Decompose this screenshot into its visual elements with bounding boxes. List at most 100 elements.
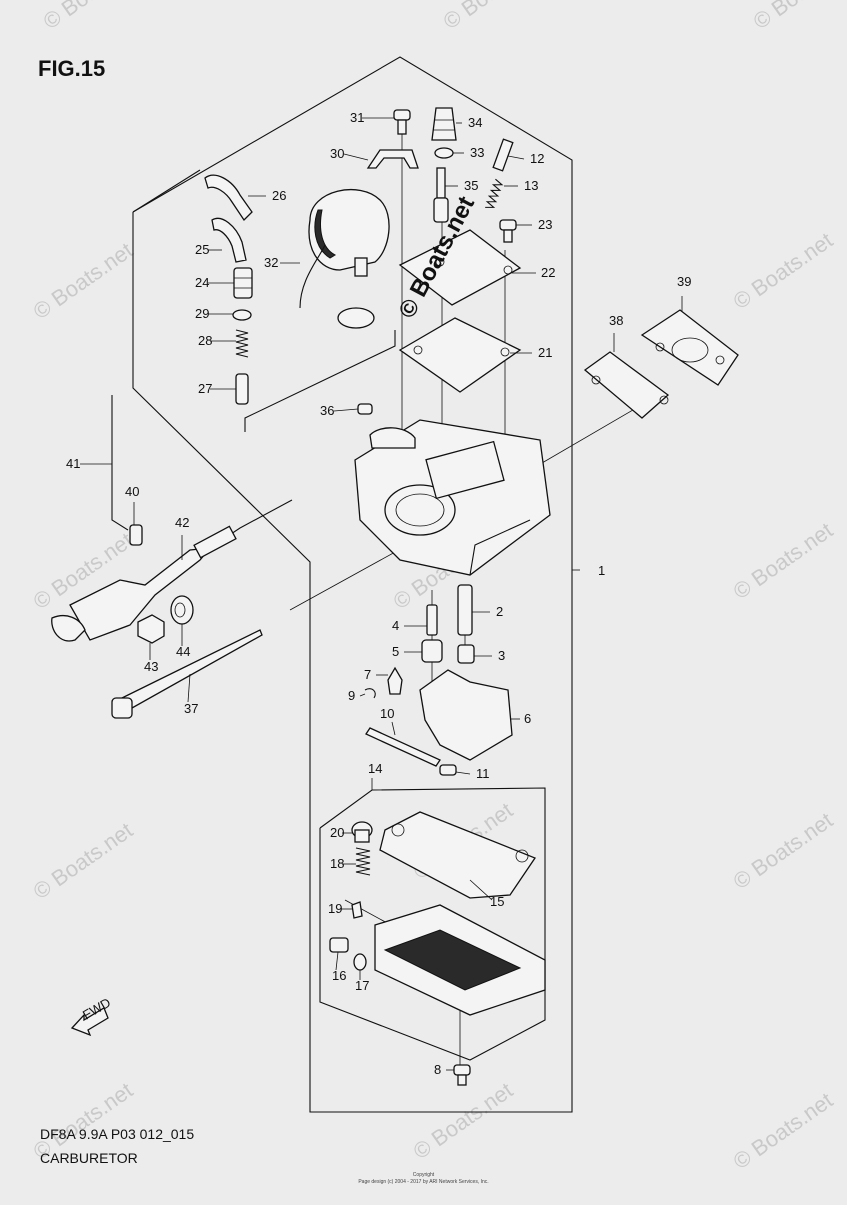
callout-20[interactable]: 20	[330, 825, 352, 840]
callout-5[interactable]: 5	[392, 644, 422, 659]
part-13-spring[interactable]	[485, 178, 504, 210]
part-12-screw[interactable]	[492, 138, 514, 172]
callout-label: 8	[434, 1062, 441, 1077]
part-22-plate[interactable]	[398, 229, 522, 306]
part-9-clip[interactable]	[364, 688, 376, 699]
callout-15[interactable]: 15	[469, 879, 504, 909]
callout-24[interactable]: 24	[195, 275, 234, 290]
callout-38[interactable]: 38	[609, 313, 623, 352]
part-15-gasket[interactable]	[379, 811, 536, 899]
callout-3[interactable]: 3	[474, 648, 505, 663]
part-42-choke-cable[interactable]	[51, 499, 293, 642]
callout-6[interactable]: 6	[510, 711, 531, 726]
part-33-oring[interactable]	[434, 147, 454, 159]
callout-29[interactable]: 29	[195, 306, 233, 321]
callout-33[interactable]: 33	[453, 145, 484, 160]
part-30-bracket[interactable]	[366, 149, 419, 169]
part-5-jet[interactable]	[421, 639, 443, 663]
part-1-carburetor-body[interactable]	[354, 419, 551, 576]
callout-7[interactable]: 7	[364, 667, 388, 682]
callout-30[interactable]: 30	[330, 146, 369, 161]
part-17-washer[interactable]	[353, 953, 367, 971]
part-32-solenoid[interactable]	[299, 188, 390, 309]
callout-leader-line	[455, 771, 471, 775]
part-6-float[interactable]	[419, 669, 513, 761]
part-24-fitting[interactable]	[233, 267, 253, 299]
part-20-plug[interactable]	[351, 821, 373, 843]
callout-44[interactable]: 44	[176, 624, 190, 659]
part-3-jet[interactable]	[457, 644, 475, 664]
callout-4[interactable]: 4	[392, 618, 427, 633]
callout-43[interactable]: 43	[144, 643, 158, 674]
callout-11[interactable]: 11	[455, 766, 490, 781]
part-10-pin[interactable]	[365, 727, 441, 767]
part-4-jet[interactable]	[426, 604, 438, 636]
callout-14[interactable]: 14	[368, 761, 382, 790]
part-7-needle[interactable]	[387, 666, 403, 695]
figure-title: FIG.15	[38, 56, 106, 81]
part-16-drain-screw[interactable]	[329, 937, 349, 953]
part-float-bowl[interactable]	[374, 904, 546, 1016]
part-36-screw[interactable]	[357, 403, 373, 415]
callout-2[interactable]: 2	[472, 604, 503, 619]
part-35-needle[interactable]	[433, 167, 449, 223]
callout-36[interactable]: 36	[320, 403, 359, 418]
part-21-gasket[interactable]	[398, 317, 522, 393]
callout-22[interactable]: 22	[512, 265, 555, 280]
part-32-oring[interactable]	[337, 307, 375, 329]
part-43-nut[interactable]	[137, 614, 165, 644]
part-34-cap[interactable]	[431, 107, 457, 141]
callout-27[interactable]: 27	[198, 381, 236, 396]
part-18-spring[interactable]	[355, 847, 371, 876]
callout-12[interactable]: 12	[507, 151, 544, 166]
part-29-oring[interactable]	[232, 309, 252, 321]
part-26-hose[interactable]	[204, 174, 253, 222]
part-40-clip[interactable]	[129, 524, 143, 546]
callout-1[interactable]: 1	[572, 563, 605, 578]
callout-28[interactable]: 28	[198, 333, 236, 348]
callout-16[interactable]: 16	[332, 951, 346, 983]
part-2-nozzle[interactable]	[457, 584, 473, 636]
callout-39[interactable]: 39	[677, 274, 691, 312]
callout-23[interactable]: 23	[516, 217, 552, 232]
callout-41[interactable]: 41	[66, 456, 112, 471]
watermark: © Boats.net	[729, 807, 838, 894]
callout-32[interactable]: 32	[264, 255, 300, 270]
callout-42[interactable]: 42	[175, 515, 189, 560]
part-39-plate[interactable]	[640, 309, 739, 386]
part-28-spring[interactable]	[235, 329, 249, 358]
callout-31[interactable]: 31	[350, 110, 394, 125]
callout-9[interactable]: 9	[348, 688, 366, 703]
callout-label: 40	[125, 484, 139, 499]
callout-25[interactable]: 25	[195, 242, 222, 257]
part-41-rod[interactable]	[111, 395, 129, 531]
part-37-bolt[interactable]	[111, 629, 263, 719]
callout-21[interactable]: 21	[510, 345, 552, 360]
callout-13[interactable]: 13	[504, 178, 538, 193]
callout-8[interactable]: 8	[434, 1062, 454, 1077]
callout-35[interactable]: 35	[445, 178, 478, 193]
callout-label: 33	[470, 145, 484, 160]
callout-40[interactable]: 40	[125, 484, 139, 525]
callout-label: 22	[541, 265, 555, 280]
callout-17[interactable]: 17	[355, 970, 369, 993]
part-11-screw[interactable]	[439, 764, 457, 776]
callout-19[interactable]: 19	[328, 901, 352, 916]
callout-label: 37	[184, 701, 198, 716]
part-25-hose[interactable]	[211, 217, 247, 263]
callout-leader-line	[335, 951, 339, 971]
callout-37[interactable]: 37	[184, 673, 198, 716]
callout-26[interactable]: 26	[248, 188, 286, 203]
callout-label: 7	[364, 667, 371, 682]
part-38-gasket[interactable]	[583, 351, 670, 419]
part-19-screw[interactable]	[351, 901, 363, 919]
part-31-screw[interactable]	[393, 109, 411, 135]
part-23-screw[interactable]	[499, 219, 517, 243]
part-8-screw[interactable]	[453, 1064, 471, 1086]
callout-10[interactable]: 10	[380, 706, 396, 736]
callout-34[interactable]: 34	[456, 115, 482, 130]
callout-18[interactable]: 18	[330, 856, 356, 871]
callout-leader-line	[469, 879, 493, 901]
part-27-valve[interactable]	[235, 373, 249, 405]
part-44-washer[interactable]	[170, 595, 194, 625]
